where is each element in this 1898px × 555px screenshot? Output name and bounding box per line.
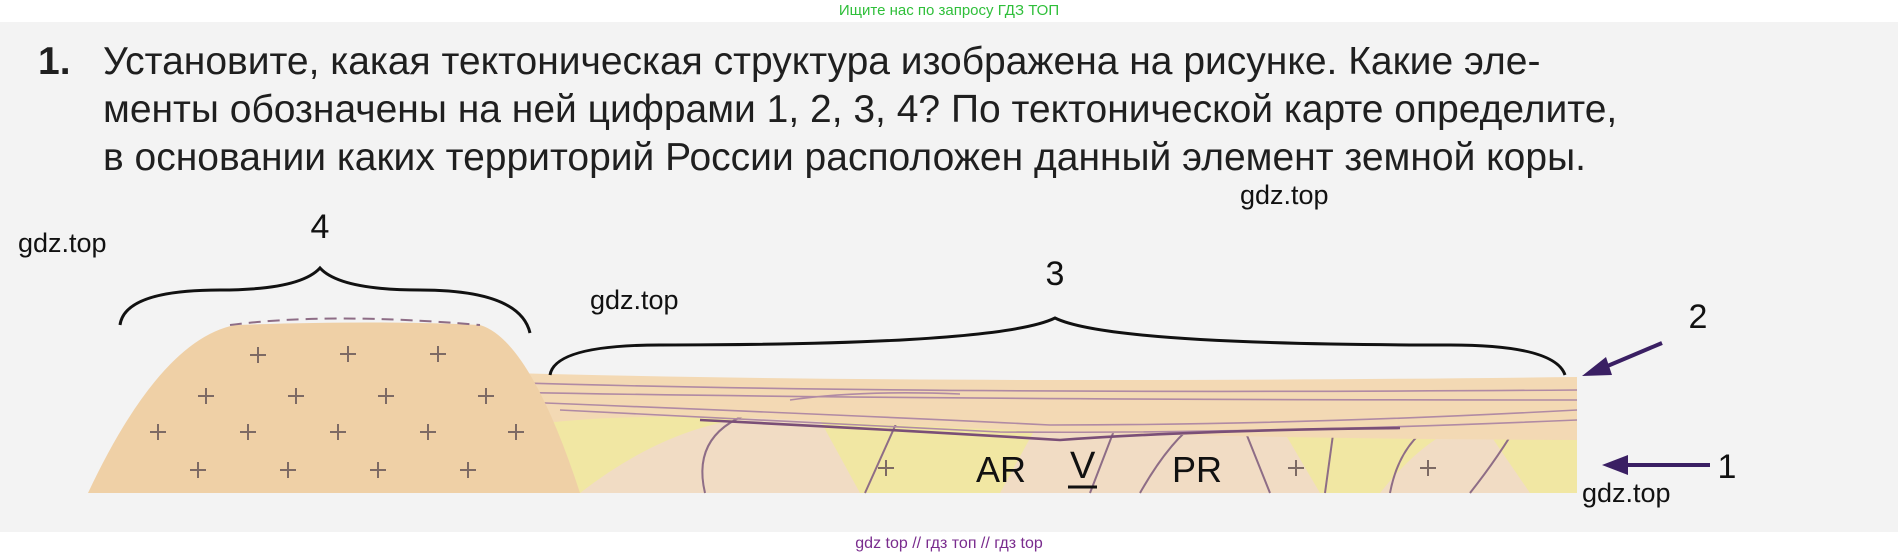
watermark-gdz-left: gdz.top <box>18 228 107 258</box>
arrow-2 <box>1582 341 1663 376</box>
crystalline-shield <box>88 322 580 493</box>
figure-label-4: 4 <box>311 208 330 246</box>
figure-label-2: 2 <box>1689 298 1708 336</box>
rock-label-ar: AR <box>976 449 1026 490</box>
bottom-watermark-banner: gdz top // гдз топ // гдз top <box>855 535 1043 552</box>
brace-4 <box>118 265 532 334</box>
figure-label-1: 1 <box>1718 448 1737 486</box>
sedimentary-cover <box>480 372 1577 440</box>
rock-label-pr: PR <box>1172 449 1222 490</box>
shield-plus-marks <box>150 346 1436 478</box>
eroded-top-dashed-line <box>229 317 481 326</box>
rock-label-v: V <box>1070 445 1096 487</box>
watermark-gdz-right: gdz.top <box>1582 478 1671 508</box>
watermark-gdz-center: gdz.top <box>590 285 679 315</box>
arrow-1 <box>1602 455 1710 475</box>
task-line-3: в основании каких территорий России расп… <box>103 136 1586 179</box>
cover-base-line <box>699 418 1401 442</box>
figure-label-3: 3 <box>1046 255 1065 293</box>
task-line-2: менты обозначены на ней цифрами 1, 2, 3,… <box>103 88 1618 131</box>
task-text: Установите, какая тектоническая структур… <box>103 38 1853 182</box>
watermark-gdz-top: gdz.top <box>1240 180 1329 210</box>
task-number: 1. <box>38 40 71 83</box>
brace-3 <box>548 316 1567 376</box>
task-line-1: Установите, какая тектоническая структур… <box>103 40 1541 83</box>
basement-block-left <box>580 416 860 493</box>
top-watermark-banner: Ищите нас по запросу ГДЗ ТОП <box>838 2 1060 19</box>
